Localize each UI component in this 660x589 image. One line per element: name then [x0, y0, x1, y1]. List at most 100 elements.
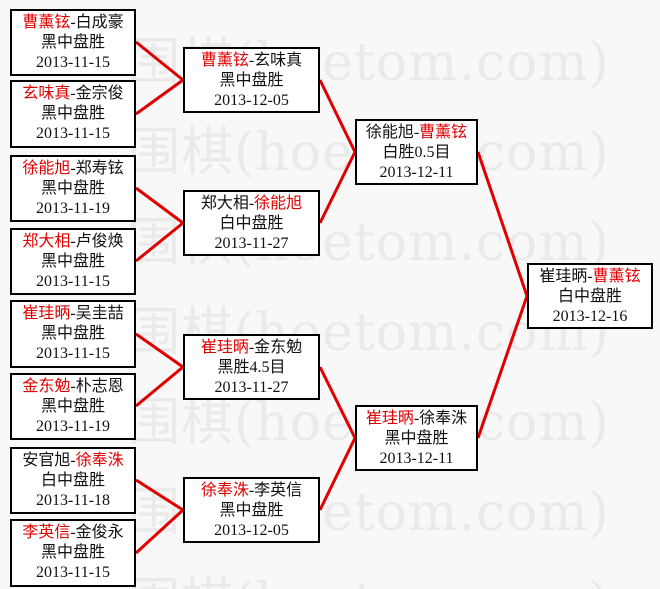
match-players: 金东勉-朴志恩	[12, 377, 134, 397]
player1-name: 徐奉洙	[200, 482, 249, 499]
match-result: 白中盘胜	[219, 215, 284, 232]
match-box-qf-1: 曹薰铉-玄味真 黑中盘胜 2013-12-05	[183, 47, 320, 113]
match-box-qf-2: 郑大相-徐能旭 白中盘胜 2013-11-27	[183, 190, 320, 256]
match-date: 2013-11-19	[35, 200, 111, 217]
match-players: 郑大相-卢俊焕	[12, 232, 134, 252]
connector-line	[318, 366, 357, 439]
match-result: 黑中盘胜	[40, 180, 105, 197]
match-box-r16-7: 安官旭-徐奉洙 白中盘胜 2013-11-18	[10, 447, 136, 514]
match-result: 白中盘胜	[40, 472, 105, 489]
player2-name: 玄味真	[254, 52, 303, 69]
player2-name: 郑寿铉	[75, 160, 124, 177]
players-separator: -	[70, 452, 76, 469]
players-separator: -	[70, 305, 76, 322]
match-box-r16-8: 李英信-金俊永 黑中盘胜 2013-11-15	[10, 519, 136, 587]
match-date: 2013-12-05	[214, 92, 289, 109]
match-result: 黑中盘胜	[40, 398, 105, 415]
match-players: 郑大相-徐能旭	[185, 194, 318, 214]
match-players: 崔珪昞-吴圭喆	[12, 304, 134, 324]
player2-name: 白成豪	[75, 14, 124, 31]
player1-name: 崔珪昞	[365, 410, 414, 427]
match-result: 黑中盘胜	[40, 105, 105, 122]
match-date: 2013-11-27	[214, 379, 289, 396]
match-result: 白中盘胜	[557, 288, 622, 305]
match-box-r16-6: 金东勉-朴志恩 黑中盘胜 2013-11-19	[10, 373, 136, 440]
match-players: 玄味真-金宗俊	[12, 84, 134, 104]
connector-line	[476, 295, 529, 439]
match-result: 白胜0.5目	[382, 144, 451, 161]
player1-name: 崔珪昞	[539, 268, 588, 285]
match-date: 2013-11-15	[35, 564, 111, 581]
match-players: 安官旭-徐奉洙	[12, 451, 134, 471]
connector-line	[476, 151, 529, 297]
match-date: 2013-11-15	[35, 125, 111, 142]
match-players: 徐奉洙-李英信	[185, 481, 318, 501]
match-date: 2013-12-11	[379, 450, 454, 467]
match-box-r16-5: 崔珪昞-吴圭喆 黑中盘胜 2013-11-15	[10, 300, 136, 368]
player1-name: 郑大相	[22, 233, 71, 250]
players-separator: -	[70, 14, 76, 31]
match-players: 崔珪昞-金东勉	[185, 338, 318, 358]
connector-line	[135, 186, 184, 225]
player1-name: 曹薰铉	[200, 52, 249, 69]
connector-line	[134, 508, 185, 555]
match-date: 2013-12-05	[214, 522, 289, 539]
match-box-r16-2: 玄味真-金宗俊 黑中盘胜 2013-11-15	[10, 80, 136, 148]
players-separator: -	[248, 52, 255, 69]
match-date: 2013-11-27	[214, 235, 289, 252]
player2-name: 曹薰铉	[419, 124, 468, 141]
players-separator: -	[70, 160, 76, 177]
player2-name: 徐奉洙	[419, 410, 468, 427]
match-result: 黑中盘胜	[219, 502, 284, 519]
match-players: 曹薰铉-玄味真	[185, 51, 318, 71]
match-date: 2013-11-18	[35, 492, 111, 509]
player1-name: 安官旭	[22, 452, 71, 469]
match-players: 曹薰铉-白成豪	[12, 13, 134, 33]
connector-line	[135, 78, 184, 116]
player2-name: 徐奉洙	[75, 452, 124, 469]
player2-name: 曹薰铉	[592, 268, 641, 285]
match-box-sf-2: 崔珪昞-徐奉洙 黑中盘胜 2013-12-11	[355, 405, 478, 471]
connector-line	[318, 79, 357, 153]
player1-name: 金东勉	[22, 378, 71, 395]
match-box-qf-3: 崔珪昞-金东勉 黑胜4.5目 2013-11-27	[183, 334, 320, 400]
player1-name: 玄味真	[22, 85, 71, 102]
match-date: 2013-12-16	[552, 308, 628, 325]
players-separator: -	[70, 233, 76, 250]
players-separator: -	[248, 339, 255, 356]
match-box-sf-1: 徐能旭-曹薰铉 白胜0.5目 2013-12-11	[355, 119, 478, 185]
match-date: 2013-12-11	[379, 164, 454, 181]
player2-name: 朴志恩	[75, 378, 124, 395]
match-box-r16-1: 曹薰铉-白成豪 黑中盘胜 2013-11-15	[10, 9, 136, 76]
connector-line	[318, 437, 357, 511]
players-separator: -	[248, 482, 255, 499]
player1-name: 徐能旭	[365, 124, 414, 141]
connector-line	[135, 332, 184, 369]
match-result: 黑中盘胜	[40, 253, 105, 270]
player1-name: 徐能旭	[22, 160, 71, 177]
player1-name: 李英信	[22, 524, 71, 541]
match-date: 2013-11-15	[35, 273, 111, 290]
match-result: 黑中盘胜	[384, 430, 449, 447]
players-separator: -	[413, 410, 420, 427]
player2-name: 金东勉	[254, 339, 303, 356]
match-result: 黑中盘胜	[40, 325, 105, 342]
player1-name: 郑大相	[200, 195, 249, 212]
players-separator: -	[70, 378, 76, 395]
match-players: 崔珪昞-徐奉洙	[357, 409, 476, 429]
player2-name: 卢俊焕	[75, 233, 124, 250]
players-separator: -	[70, 85, 76, 102]
match-players: 徐能旭-曹薰铉	[357, 123, 476, 143]
connector-line	[135, 40, 184, 82]
players-separator: -	[413, 124, 420, 141]
match-box-r16-4: 郑大相-卢俊焕 黑中盘胜 2013-11-15	[10, 228, 136, 295]
player2-name: 金宗俊	[75, 85, 124, 102]
connector-line	[135, 478, 184, 512]
players-separator: -	[70, 524, 76, 541]
match-players: 徐能旭-郑寿铉	[12, 159, 134, 179]
match-date: 2013-11-15	[35, 345, 111, 362]
player1-name: 曹薰铉	[22, 14, 71, 31]
match-players: 李英信-金俊永	[12, 523, 134, 543]
